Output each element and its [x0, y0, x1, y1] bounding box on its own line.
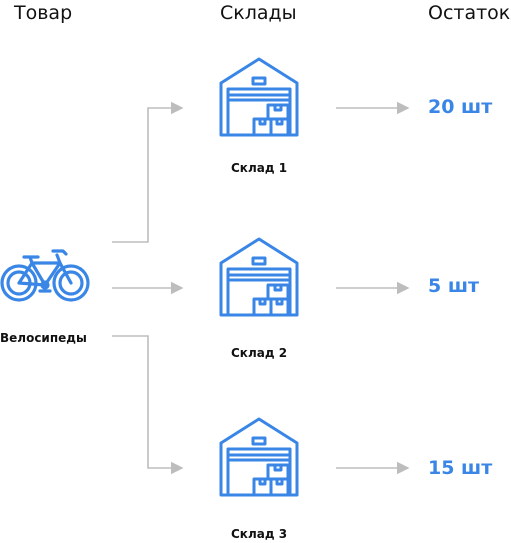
- warehouse-1-label: Склад 1: [231, 161, 288, 175]
- warehouse-2-stock: 5 шт: [428, 275, 480, 297]
- product-name: Велосипеды: [0, 331, 87, 345]
- warehouse-1-stock: 20 шт: [428, 96, 493, 118]
- connector-to-warehouse-3: [112, 335, 184, 475]
- warehouse-3-stock: 15 шт: [428, 457, 493, 479]
- warehouse-icon: [219, 237, 299, 317]
- warehouse-icon: [219, 57, 299, 137]
- header-product: Товар: [14, 2, 73, 24]
- warehouse-2-label: Склад 2: [231, 346, 288, 360]
- bicycle-icon: [0, 249, 90, 302]
- warehouse-3-label: Склад 3: [231, 527, 288, 541]
- connector-to-warehouse-1: [112, 101, 184, 243]
- header-warehouses: Склады: [220, 2, 297, 24]
- header-stock: Остаток: [428, 2, 511, 24]
- warehouse-icon: [219, 417, 299, 497]
